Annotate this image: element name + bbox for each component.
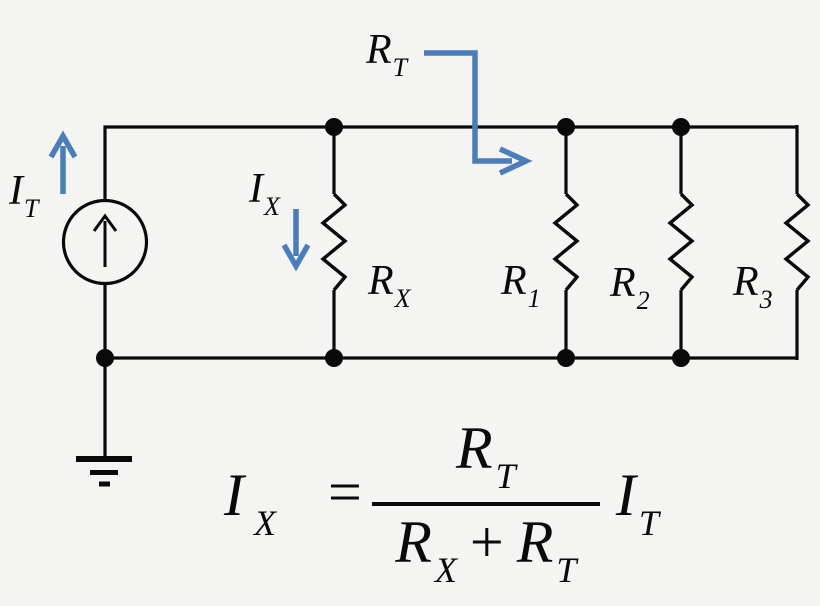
formula-den-first-base: R xyxy=(395,509,432,575)
formula-fraction: RT RX+RT xyxy=(371,415,600,588)
resistor-r3-branch xyxy=(783,125,811,360)
ix-direction-arrow xyxy=(281,209,311,272)
rx-zigzag xyxy=(320,192,348,292)
resistor-r2-branch xyxy=(667,127,695,358)
label-r3-base: R xyxy=(733,259,759,305)
r2-zigzag xyxy=(667,192,695,292)
label-ix: IX xyxy=(249,166,280,220)
resistor-r1-branch xyxy=(552,127,580,358)
formula-lhs-base: I xyxy=(224,462,244,528)
resistor-rx-branch xyxy=(320,127,348,358)
formula-equals-sign: = xyxy=(327,459,362,525)
r3-zigzag xyxy=(783,192,811,292)
formula-numerator-base: R xyxy=(455,415,493,481)
current-source-arrow-icon xyxy=(92,213,118,232)
formula-denominator: RX+RT xyxy=(395,509,576,588)
label-ix-sub: X xyxy=(264,192,280,221)
formula-lhs-sub: X xyxy=(253,503,276,543)
formula-rhs: IT xyxy=(615,462,659,541)
formula-numerator-sub: T xyxy=(495,456,516,496)
node-dot-icon xyxy=(672,118,690,136)
it-direction-arrow-icon xyxy=(48,130,78,159)
rt-pointer-arrow-icon xyxy=(498,146,533,176)
ground-icon xyxy=(76,456,132,487)
label-ix-base: I xyxy=(249,166,263,212)
node-dot-icon xyxy=(557,118,575,136)
label-r1: R1 xyxy=(501,258,541,312)
rt-pointer-line xyxy=(424,50,512,164)
fraction-bar xyxy=(371,502,600,506)
node-dot-icon xyxy=(557,349,575,367)
label-rt-base: R xyxy=(366,27,392,73)
r1-zigzag xyxy=(552,192,580,292)
top-rail-wire xyxy=(103,125,797,201)
rt-pointer xyxy=(424,50,533,176)
node-dot-icon xyxy=(325,118,343,136)
formula-numerator: RT xyxy=(455,415,516,494)
current-source-circle xyxy=(61,198,149,286)
label-r2-base: R xyxy=(610,260,636,306)
formula-rhs-sub: T xyxy=(638,503,659,543)
formula-den-first-sub: X xyxy=(434,550,457,590)
label-r2: R2 xyxy=(610,260,650,314)
formula-rhs-base: I xyxy=(615,462,636,528)
label-rt-sub: T xyxy=(392,53,408,82)
it-direction-arrow xyxy=(48,130,78,194)
label-it-sub: T xyxy=(24,194,39,223)
node-dot-icon xyxy=(96,349,114,367)
node-dot-icon xyxy=(325,349,343,367)
label-it: IT xyxy=(9,168,38,222)
label-rt: RT xyxy=(366,27,407,81)
label-it-base: I xyxy=(9,168,23,214)
label-r1-base: R xyxy=(501,258,527,304)
label-rx-base: R xyxy=(368,258,394,304)
label-r2-sub: 2 xyxy=(636,286,650,315)
formula-plus-sign: + xyxy=(469,509,504,575)
formula-den-second-base: R xyxy=(516,509,554,575)
label-r3: R3 xyxy=(733,259,773,313)
node-dot-icon xyxy=(672,349,690,367)
formula-den-second-sub: T xyxy=(556,550,577,590)
node-dots xyxy=(96,118,690,367)
current-source xyxy=(61,198,149,286)
label-r3-sub: 3 xyxy=(759,285,773,314)
ix-direction-arrow-icon xyxy=(281,243,311,272)
label-r1-sub: 1 xyxy=(527,284,541,313)
label-rx: RX xyxy=(368,258,411,312)
label-rx-sub: X xyxy=(394,284,411,313)
